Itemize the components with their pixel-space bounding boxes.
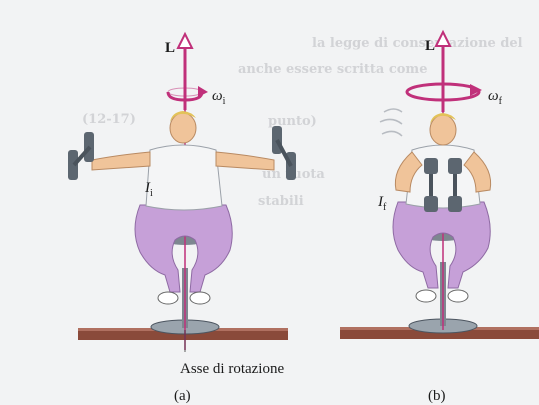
panel-b-L-label: L bbox=[425, 38, 435, 54]
panel-a-head bbox=[170, 113, 196, 143]
panel-a-omega-label: ωi bbox=[212, 88, 226, 107]
panel-b-omega-label: ωf bbox=[488, 88, 503, 107]
axis-label: Asse di rotazione bbox=[180, 361, 284, 377]
panel-b-head bbox=[430, 115, 456, 145]
ghost-line-2: anche essere scritta come bbox=[238, 62, 427, 77]
panel-b-caption: (b) bbox=[428, 388, 446, 404]
panel-b-torso bbox=[406, 145, 480, 208]
panel-a-omega-subscript: i bbox=[223, 96, 226, 107]
panel-a-figure bbox=[68, 34, 296, 352]
panel-b-omega-symbol: ω bbox=[488, 88, 499, 104]
panel-a-torso bbox=[146, 145, 222, 210]
ghost-line-6: stabili bbox=[258, 194, 304, 209]
panel-a-L-arrowhead bbox=[178, 34, 192, 48]
panel-b-omega-subscript: f bbox=[499, 96, 503, 107]
ghost-line-3: (12-17) bbox=[82, 112, 136, 127]
panel-a-dumbbell-left bbox=[68, 132, 94, 180]
panel-b-inertia-label: If bbox=[377, 194, 387, 213]
panel-a-caption: (a) bbox=[174, 388, 191, 404]
panel-b-inertia-subscript: f bbox=[383, 202, 387, 213]
panel-b-figure bbox=[340, 32, 539, 339]
panel-a-L-label: L bbox=[165, 40, 175, 56]
ghost-line-1: la legge di conservazione del bbox=[312, 36, 523, 51]
panel-a-inertia-subscript: i bbox=[150, 188, 153, 199]
panel-a-omega-symbol: ω bbox=[212, 88, 223, 104]
